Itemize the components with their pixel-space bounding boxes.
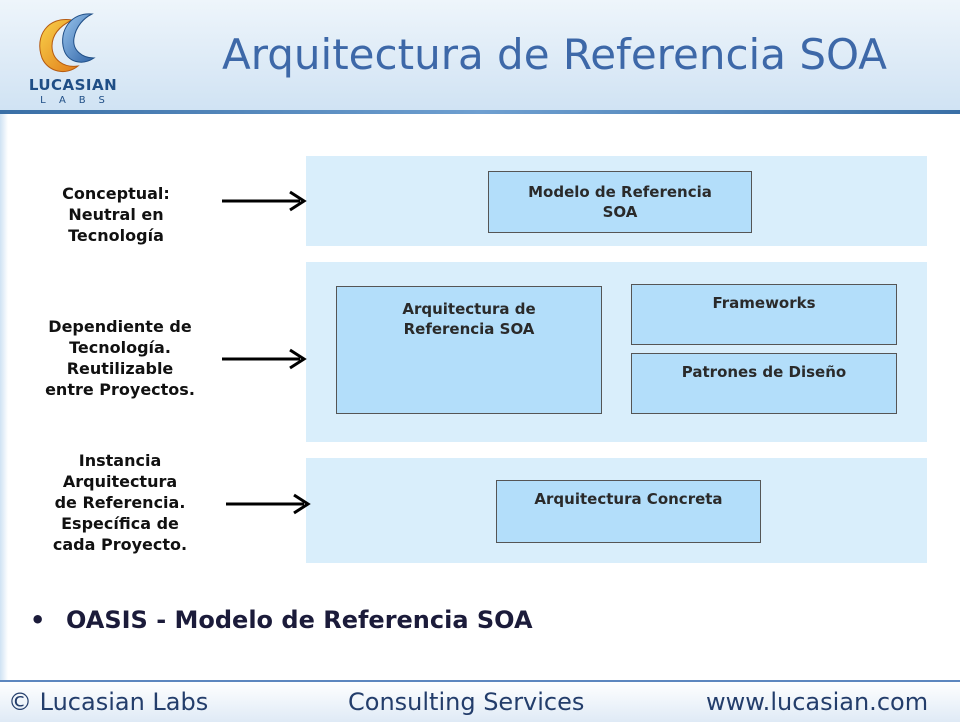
footer-copyright: © Lucasian Labs (8, 688, 209, 716)
left-decoration (0, 114, 8, 700)
page-title: Arquitectura de Referencia SOA (222, 30, 888, 79)
footer-bar (0, 680, 960, 722)
arrow-right-icon (226, 493, 311, 515)
box-patrones-diseno: Patrones de Diseño (631, 353, 897, 414)
level-label-technology: Dependiente de Tecnología. Reutilizable … (45, 317, 195, 399)
arrow-right-icon (222, 348, 307, 370)
footer-website: www.lucasian.com (706, 688, 929, 716)
box-frameworks: Frameworks (631, 284, 897, 345)
bullet-text: OASIS - Modelo de Referencia SOA (66, 606, 533, 634)
level-label-conceptual: Conceptual: Neutral en Tecnología (62, 184, 170, 245)
level-label-instance: Instancia Arquitectura de Referencia. Es… (52, 451, 188, 554)
bullet-item: • OASIS - Modelo de Referencia SOA (30, 606, 930, 642)
box-arquitectura-referencia: Arquitectura de Referencia SOA (336, 286, 602, 414)
header-bar (0, 0, 960, 114)
arrow-right-icon (222, 190, 307, 212)
box-modelo-referencia: Modelo de Referencia SOA (488, 171, 752, 233)
logo-subtitle: LABS (40, 95, 118, 106)
bullet-marker: • (30, 606, 46, 634)
header-underline (0, 110, 960, 114)
footer-service: Consulting Services (348, 688, 585, 716)
lucasian-logo-icon (39, 13, 96, 73)
box-arquitectura-concreta: Arquitectura Concreta (496, 480, 761, 543)
logo-name: LUCASIAN (28, 76, 118, 94)
